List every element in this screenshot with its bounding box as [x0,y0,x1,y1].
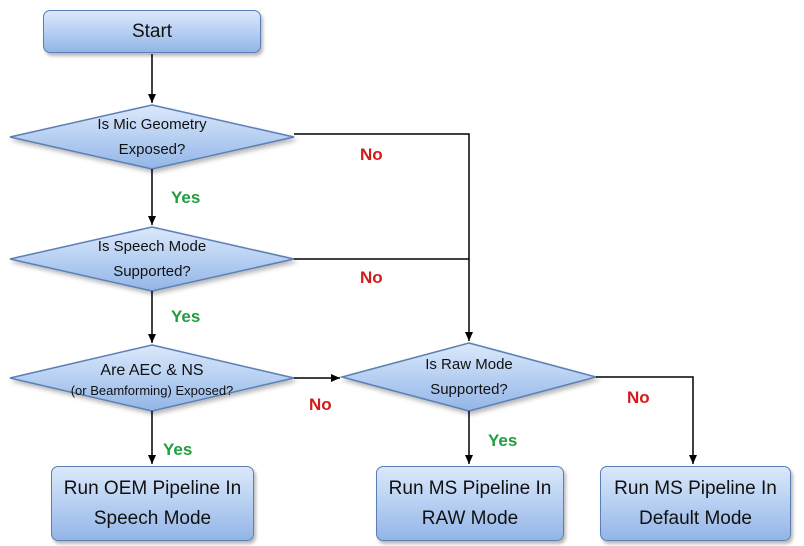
label-aec-no: No [309,395,332,414]
label-raw-no: No [627,388,650,407]
label-raw-yes: Yes [488,431,518,450]
decision-speech-mode-shape [9,226,295,292]
label-mic-yes: Yes [171,188,201,207]
result-ms-raw-mode: Run MS Pipeline In RAW Mode [376,466,564,541]
result-ms-default-line2: Default Mode [638,507,752,529]
result-ms-raw-line1: Run MS Pipeline In [388,477,552,499]
connector-mic-no [294,133,473,341]
result-oem-speech-line1: Run OEM Pipeline In [63,477,242,499]
result-ms-default-line1: Run MS Pipeline In [614,477,777,499]
start-node-label: Start [131,20,173,42]
decision-mic-geometry-shape [9,104,295,170]
result-oem-speech-mode: Run OEM Pipeline In Speech Mode [51,466,254,541]
label-speech-yes: Yes [171,307,201,326]
connector-raw-no [596,376,697,464]
decision-raw-mode-shape [339,342,599,412]
label-mic-no: No [360,145,383,164]
result-ms-default-mode: Run MS Pipeline In Default Mode [600,466,791,541]
label-speech-no: No [360,268,383,287]
result-oem-speech-line2: Speech Mode [93,507,212,529]
result-ms-raw-line2: RAW Mode [421,507,519,529]
decision-aec-ns-shape [9,344,295,412]
start-node: Start [43,10,261,53]
label-aec-yes: Yes [163,440,193,459]
